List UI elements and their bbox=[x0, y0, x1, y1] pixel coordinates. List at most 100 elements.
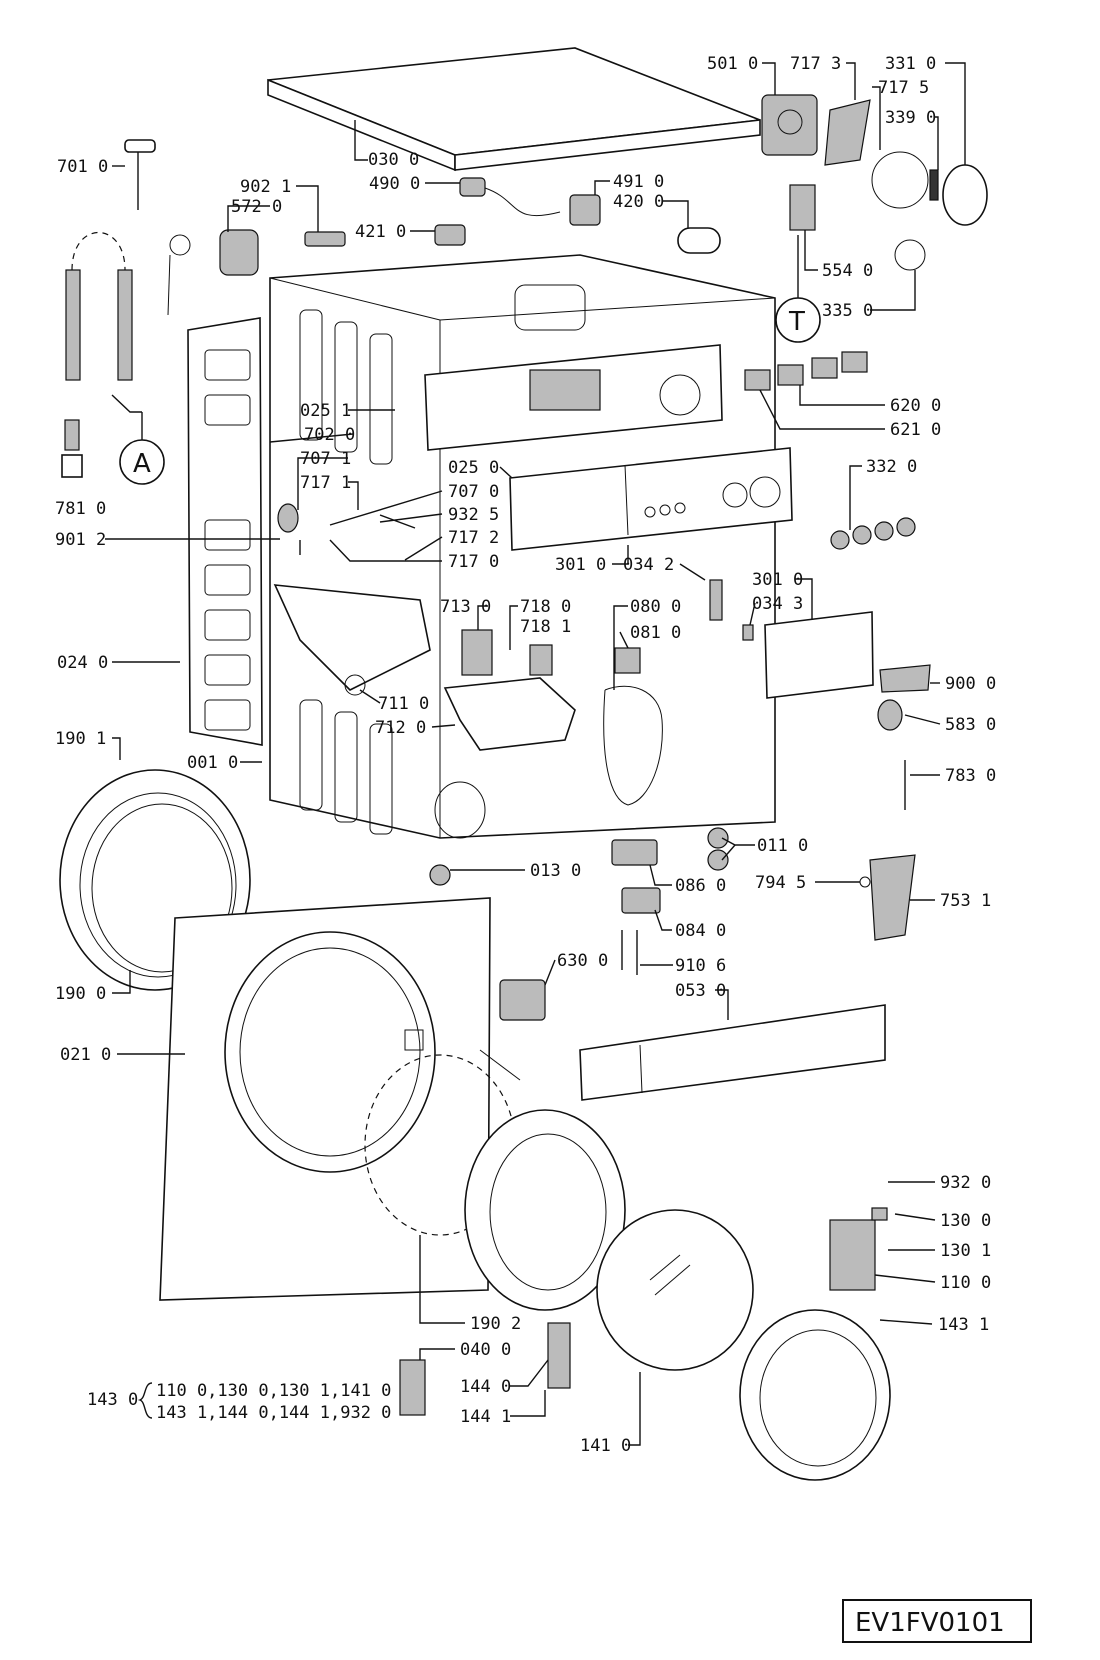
label-794-5: 794 5 bbox=[755, 873, 806, 893]
label-621-0: 621 0 bbox=[890, 420, 941, 440]
capacitor-420 bbox=[677, 227, 721, 254]
label-130-1: 130 1 bbox=[940, 1241, 991, 1261]
mains-plug-490 bbox=[459, 177, 561, 217]
label-630-0: 630 0 bbox=[557, 951, 608, 971]
label-717-0: 717 0 bbox=[448, 552, 499, 572]
label-030-0: 030 0 bbox=[368, 150, 419, 170]
label-491-0: 491 0 bbox=[613, 172, 664, 192]
label-717-2: 717 2 bbox=[448, 528, 499, 548]
label-753-1: 753 1 bbox=[940, 891, 991, 911]
label-707-0: 707 0 bbox=[448, 482, 499, 502]
marker-T: T bbox=[775, 235, 821, 343]
label-013-0: 013 0 bbox=[530, 861, 581, 881]
label-554-0: 554 0 bbox=[822, 261, 873, 281]
label-141-0: 141 0 bbox=[580, 1436, 631, 1456]
filter-421 bbox=[434, 224, 466, 246]
label-331-0: 331 0 bbox=[885, 54, 936, 74]
inlet-hose-701 bbox=[61, 139, 156, 478]
label-110-0: 110 0 bbox=[940, 1273, 991, 1293]
timer-501 bbox=[761, 94, 818, 156]
kit-line-2: 143 1,144 0,144 1,932 0 bbox=[156, 1403, 391, 1423]
label-335-0: 335 0 bbox=[822, 301, 873, 321]
door-switch-491 bbox=[569, 194, 601, 226]
label-130-0: 130 0 bbox=[940, 1211, 991, 1231]
label-190-0: 190 0 bbox=[55, 984, 106, 1004]
label-783-0: 783 0 bbox=[945, 766, 996, 786]
knob-assembly bbox=[789, 99, 988, 271]
front-panel-021 bbox=[159, 897, 491, 1301]
label-490-0: 490 0 bbox=[369, 174, 420, 194]
bracket-902 bbox=[304, 231, 346, 247]
label-501-0: 501 0 bbox=[707, 54, 758, 74]
label-718-1: 718 1 bbox=[520, 617, 571, 637]
label-301-0-fascia: 301 0 bbox=[555, 555, 606, 575]
label-932-0: 932 0 bbox=[940, 1173, 991, 1193]
callout-labels: 030 0 701 0 902 1 572 0 490 0 421 0 491 … bbox=[55, 54, 996, 1456]
kick-plate-053 bbox=[579, 1004, 886, 1101]
label-712-0: 712 0 bbox=[375, 718, 426, 738]
label-583-0: 583 0 bbox=[945, 715, 996, 735]
label-702-0: 702 0 bbox=[304, 425, 355, 445]
kit-line-1: 110 0,130 0,130 1,141 0 bbox=[156, 1381, 391, 1401]
label-053-0: 053 0 bbox=[675, 981, 726, 1001]
door-frame bbox=[464, 1109, 626, 1311]
back-panel-024 bbox=[187, 317, 263, 746]
door-glass-141 bbox=[596, 1209, 754, 1371]
marker-T-letter: T bbox=[788, 307, 805, 337]
knobs-332 bbox=[830, 517, 916, 550]
misc-small-parts bbox=[277, 503, 931, 1416]
dispenser-711 bbox=[273, 584, 431, 696]
label-190-1: 190 1 bbox=[55, 729, 106, 749]
label-025-0: 025 0 bbox=[448, 458, 499, 478]
kit-143-0: 143 0 110 0,130 0,130 1,141 0 143 1,144 … bbox=[87, 1381, 391, 1423]
label-144-0: 144 0 bbox=[460, 1377, 511, 1397]
label-717-1: 717 1 bbox=[300, 473, 351, 493]
label-011-0: 011 0 bbox=[757, 836, 808, 856]
kit-label: 143 0 bbox=[87, 1390, 138, 1410]
label-420-0: 420 0 bbox=[613, 192, 664, 212]
label-717-5: 717 5 bbox=[878, 78, 929, 98]
label-332-0: 332 0 bbox=[866, 457, 917, 477]
label-084-0: 084 0 bbox=[675, 921, 726, 941]
label-711-0: 711 0 bbox=[378, 694, 429, 714]
door-ring-143-1 bbox=[739, 1309, 891, 1481]
label-301-0-panel: 301 0 bbox=[752, 570, 803, 590]
label-034-2: 034 2 bbox=[623, 555, 674, 575]
diagram-code: EV1FV0101 bbox=[855, 1608, 1005, 1638]
top-cover-030 bbox=[267, 47, 761, 172]
leader-lines bbox=[105, 62, 966, 1446]
label-024-0: 024 0 bbox=[57, 653, 108, 673]
label-143-1: 143 1 bbox=[938, 1315, 989, 1335]
label-902-1: 902 1 bbox=[240, 177, 291, 197]
marker-A-letter: A bbox=[133, 449, 151, 479]
drawer-712 bbox=[443, 677, 576, 751]
label-781-0: 781 0 bbox=[55, 499, 106, 519]
label-910-6: 910 6 bbox=[675, 956, 726, 976]
control-frame-025 bbox=[424, 344, 723, 451]
label-080-0: 080 0 bbox=[630, 597, 681, 617]
label-620-0: 620 0 bbox=[890, 396, 941, 416]
label-718-0: 718 0 bbox=[520, 597, 571, 617]
label-707-1: 707 1 bbox=[300, 449, 351, 469]
label-144-1: 144 1 bbox=[460, 1407, 511, 1427]
label-190-2: 190 2 bbox=[470, 1314, 521, 1334]
label-421-0: 421 0 bbox=[355, 222, 406, 242]
label-901-2: 901 2 bbox=[55, 530, 106, 550]
inlet-valve-572 bbox=[167, 229, 259, 316]
label-034-3: 034 3 bbox=[752, 594, 803, 614]
diagram-code-box: EV1FV0101 bbox=[842, 1599, 1032, 1643]
marker-A: A bbox=[111, 394, 165, 485]
fascia-301 bbox=[509, 447, 793, 551]
label-081-0: 081 0 bbox=[630, 623, 681, 643]
label-040-0: 040 0 bbox=[460, 1340, 511, 1360]
kit-brace bbox=[137, 1382, 153, 1419]
label-713-0: 713 0 bbox=[440, 597, 491, 617]
label-339-0: 339 0 bbox=[885, 108, 936, 128]
label-001-0: 001 0 bbox=[187, 753, 238, 773]
label-572-0: 572 0 bbox=[231, 197, 282, 217]
label-900-0: 900 0 bbox=[945, 674, 996, 694]
terminal-blocks-620 bbox=[744, 351, 868, 391]
panel-301 bbox=[764, 611, 874, 699]
label-701-0: 701 0 bbox=[57, 157, 108, 177]
